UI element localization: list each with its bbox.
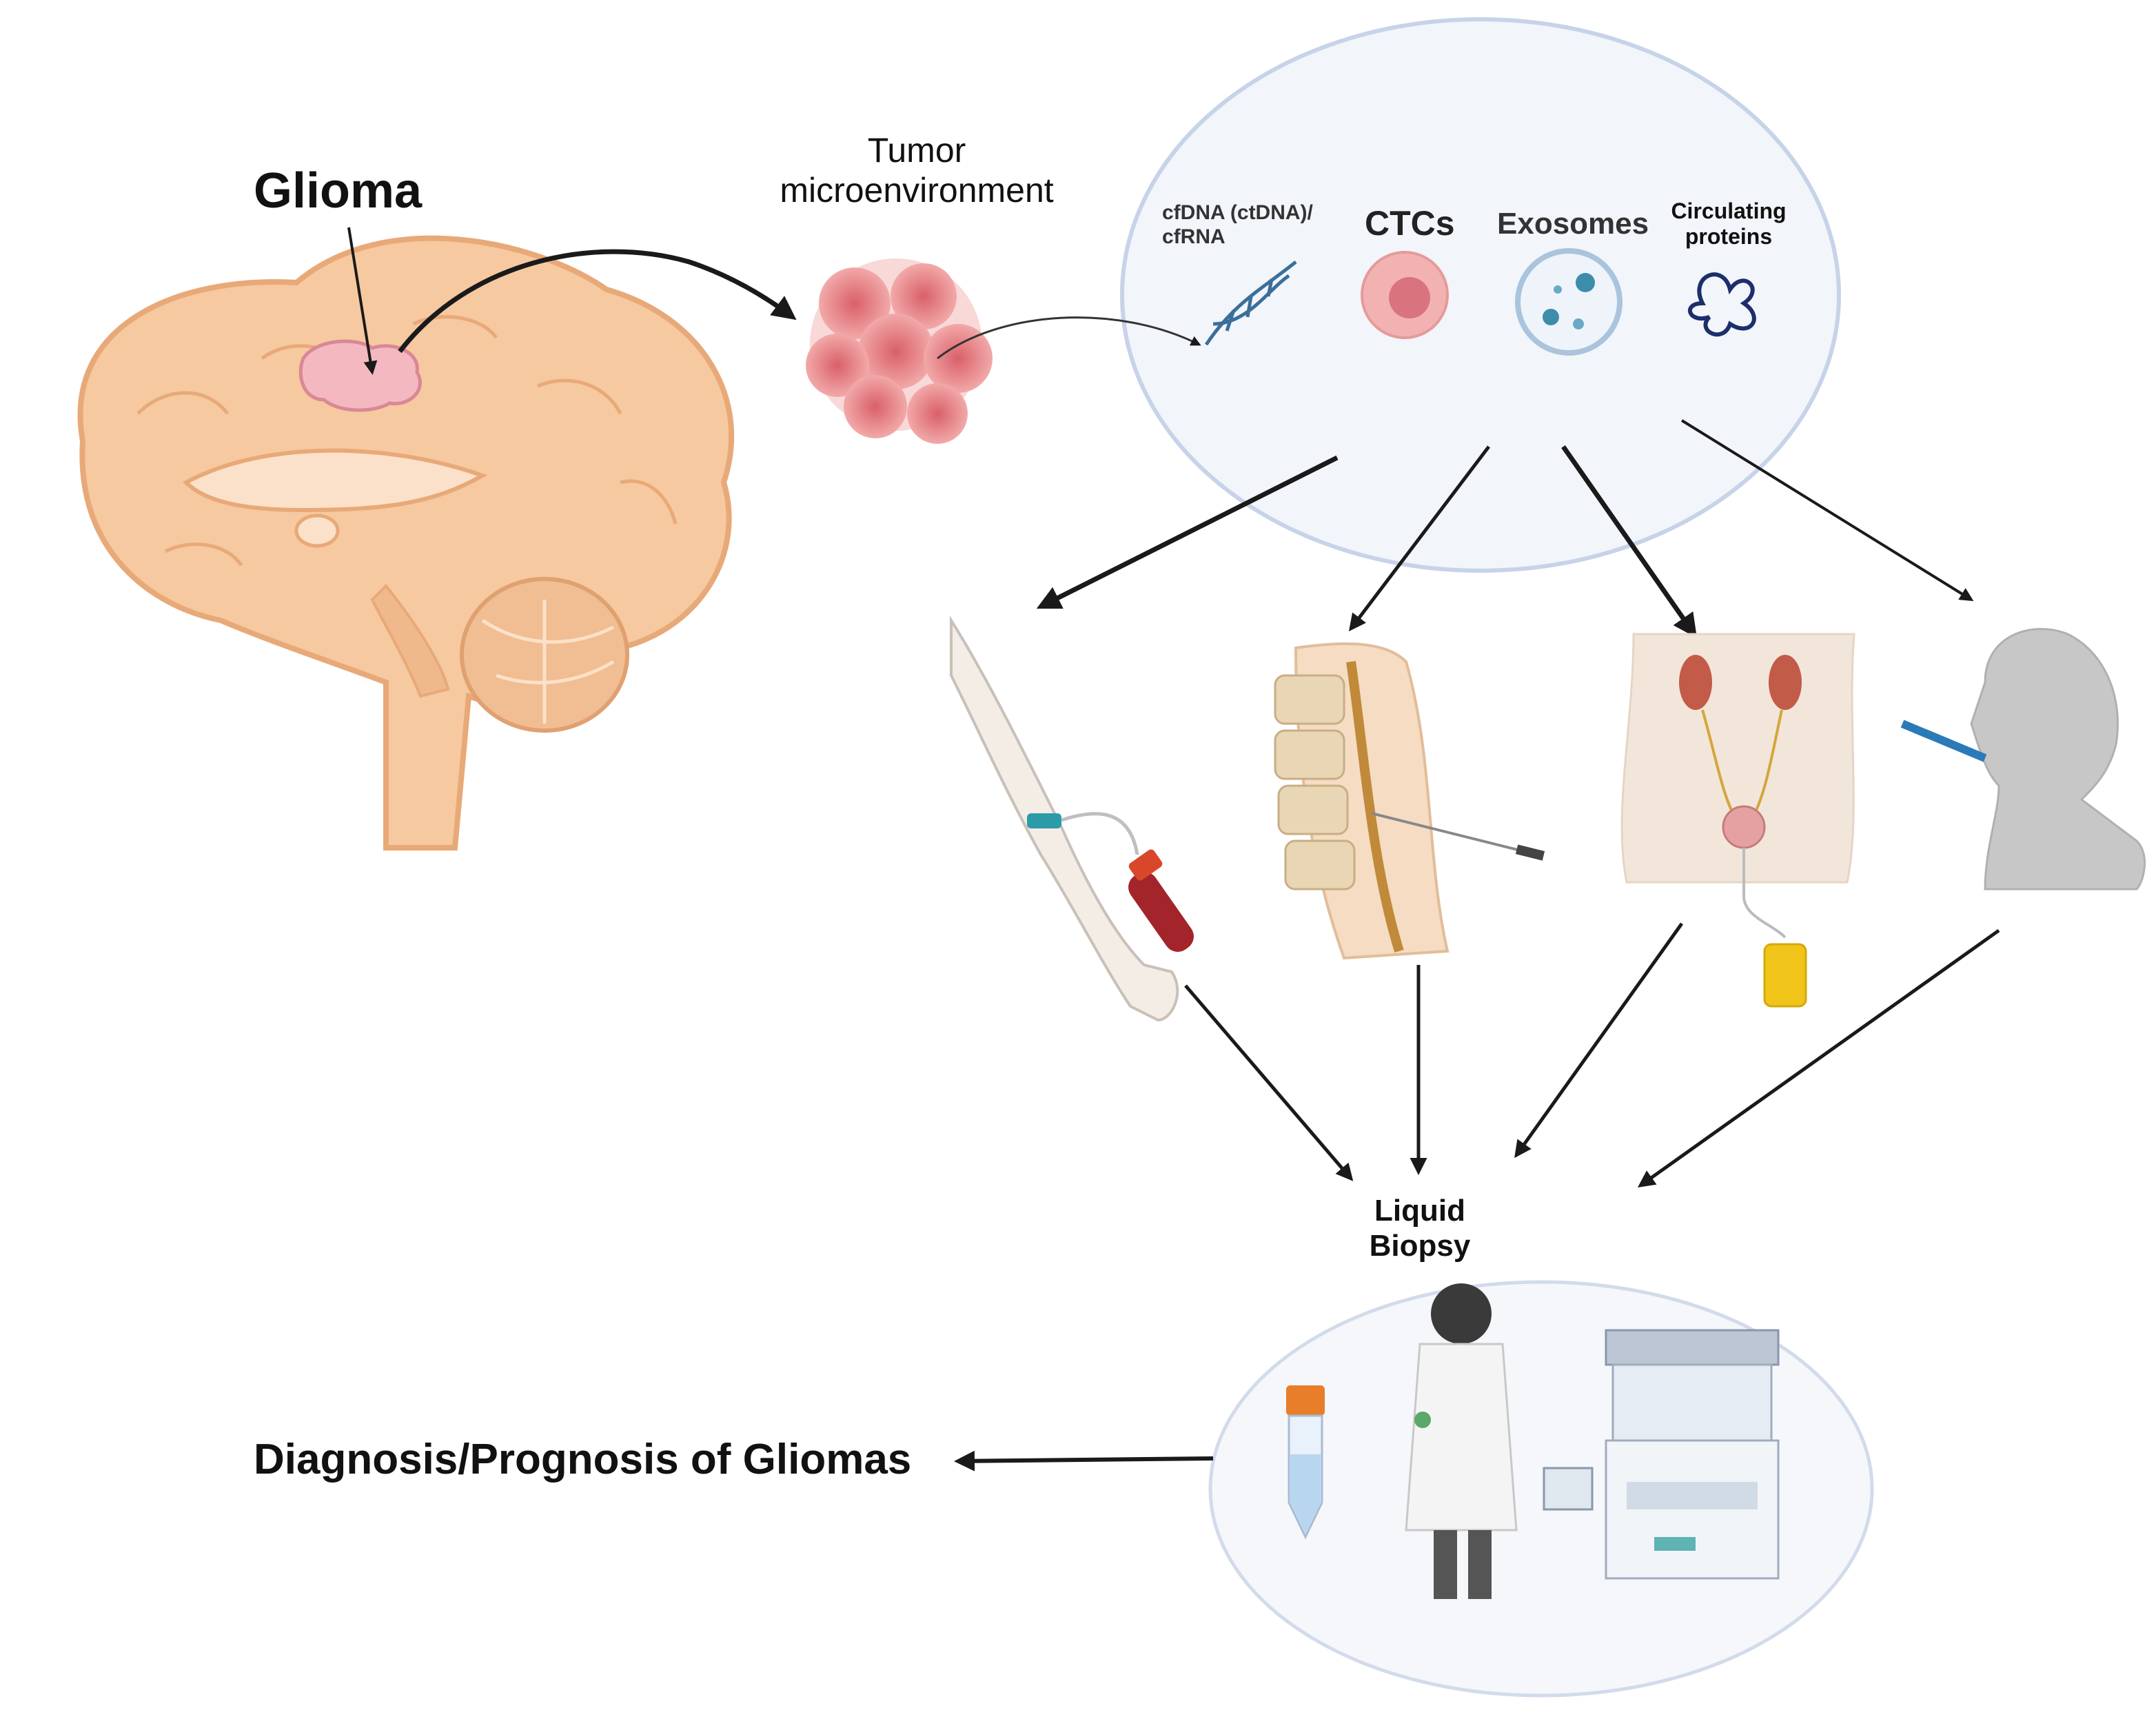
urine-collection-illustration <box>1620 633 1855 1008</box>
sequencer-machine-icon <box>1543 1329 1780 1580</box>
lumbar-puncture-illustration <box>1274 642 1545 960</box>
ellipse-to-urine-arrow <box>1561 445 1698 638</box>
cfdna-label-line2: cfRNA <box>1162 225 1226 248</box>
dna-icon <box>1204 261 1297 346</box>
circulating-label-line2: proteins <box>1685 223 1773 249</box>
liquid-biopsy-label: Liquid Biopsy <box>1358 1194 1482 1263</box>
scientist-icon <box>1405 1283 1518 1599</box>
sample-tube-icon <box>1286 1385 1325 1540</box>
exosome-icon <box>1515 248 1623 356</box>
exosomes-label: Exosomes <box>1497 207 1649 241</box>
tme-label-line2: microenvironment <box>780 170 1054 210</box>
glioma-tumor <box>298 339 422 412</box>
tumor-microenvironment-label: Tumor microenvironment <box>765 131 1068 210</box>
biopsy-to-diagnosis-arrow <box>954 1450 1214 1472</box>
liquid-label-line2: Biopsy <box>1369 1228 1471 1263</box>
arm-to-biopsy-arrow <box>1184 984 1354 1181</box>
urine-to-biopsy-arrow <box>1514 922 1684 1159</box>
glioma-label: Glioma <box>254 163 423 218</box>
diagnosis-label: Diagnosis/Prognosis of Gliomas <box>254 1436 912 1483</box>
tumor-cell-cluster <box>806 258 993 444</box>
ellipse-to-arm-arrow <box>1036 455 1339 609</box>
tme-to-cfdna-arrow <box>937 316 1201 360</box>
glioma-pointer-arrow <box>347 227 378 375</box>
ellipse-to-spine-arrow <box>1348 445 1490 631</box>
circulating-label-line1: Circulating <box>1671 199 1787 223</box>
liquid-label-line1: Liquid <box>1374 1194 1465 1228</box>
ctc-cell-icon <box>1361 251 1449 339</box>
circulating-proteins-label: Circulating proteins <box>1660 199 1798 250</box>
breath-to-biopsy-arrow <box>1637 928 2000 1188</box>
ellipse-to-breath-arrow <box>1680 419 1974 602</box>
brain-to-tme-arrow <box>398 249 797 354</box>
ctcs-label: CTCs <box>1365 204 1455 243</box>
biomarker-ellipse <box>1120 17 1841 573</box>
protein-icon <box>1687 272 1756 337</box>
cfdna-label-line1: cfDNA (ctDNA)/ <box>1162 201 1313 224</box>
brain-illustration <box>77 235 735 851</box>
tme-label-line1: Tumor <box>867 131 966 170</box>
cfdna-label: cfDNA (ctDNA)/ cfRNA <box>1162 201 1313 249</box>
blood-draw-illustration <box>950 615 1194 1022</box>
breath-sample-illustration <box>1900 628 2146 890</box>
